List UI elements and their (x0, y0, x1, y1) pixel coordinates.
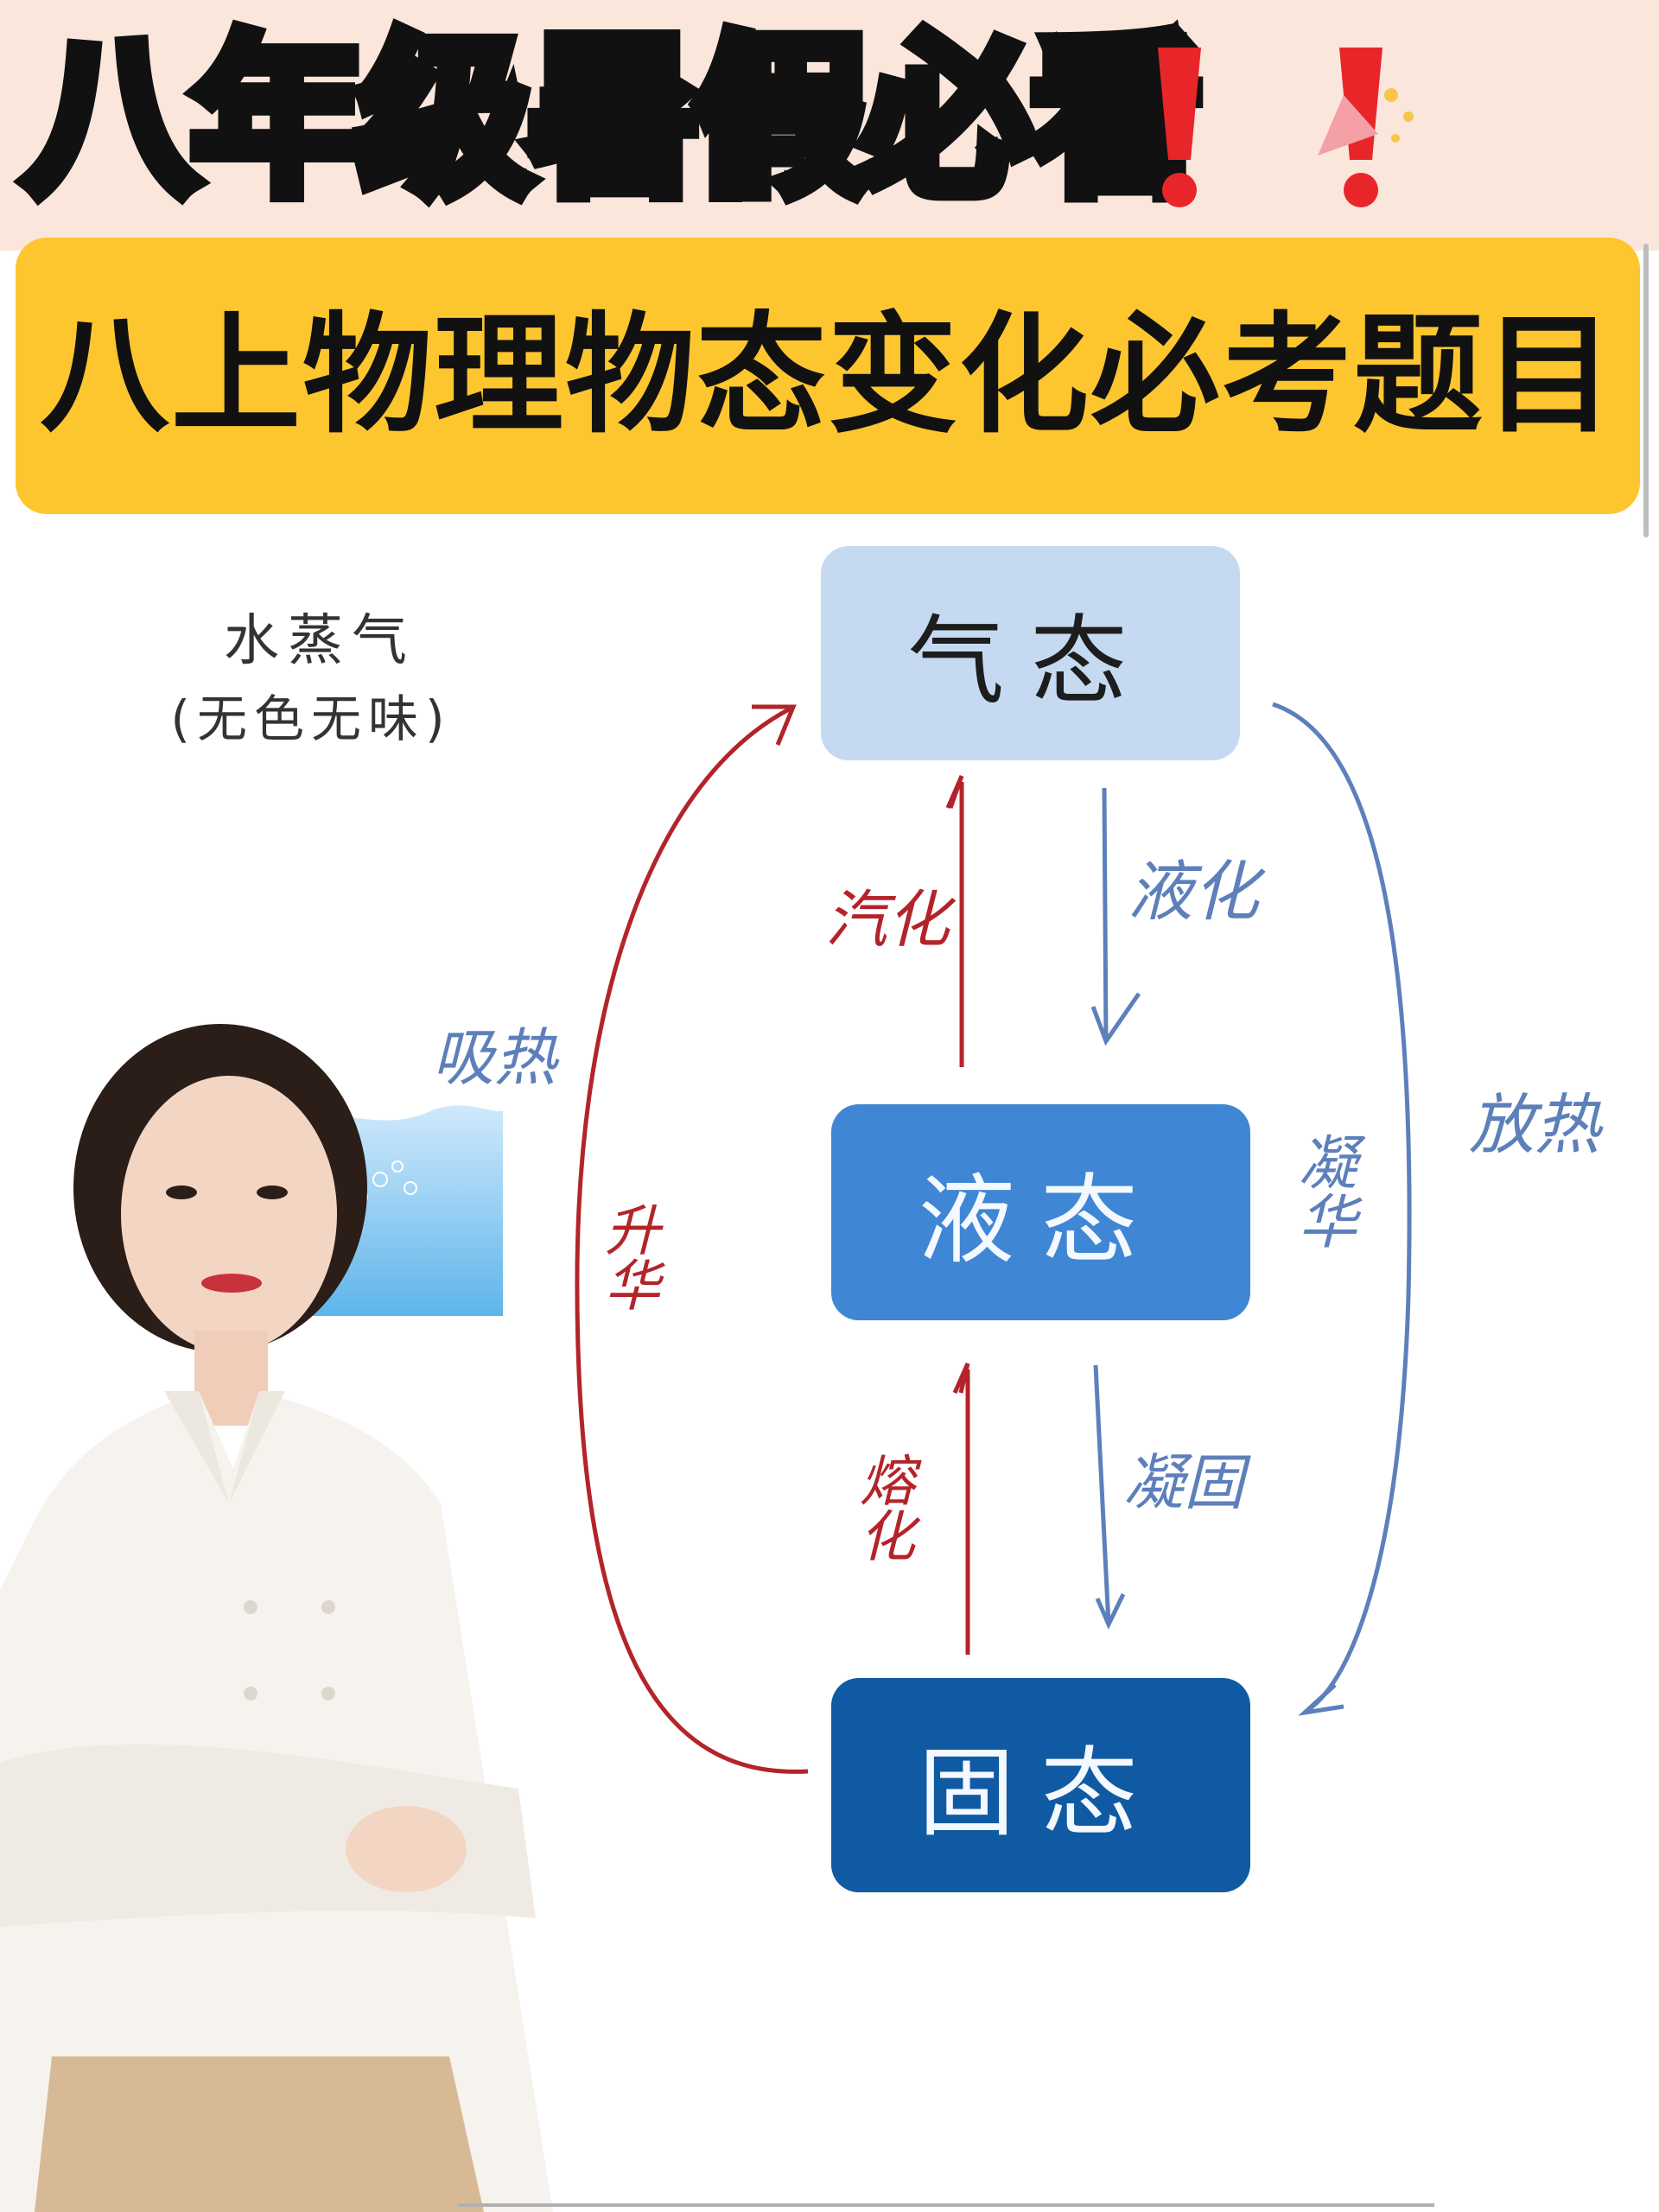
liquid-state-box: 液态 (831, 1104, 1250, 1320)
subtitle-text: 八上物理物态变化必考题目 (39, 301, 1616, 451)
page-title: 八年级暑假必看 (16, 10, 1211, 227)
solid-state-label: 固态 (918, 1738, 1164, 1850)
vapor-note: (无色无味) (170, 690, 452, 748)
melt-label: 熔化 (850, 1452, 914, 1562)
party-popper-icon (1318, 88, 1414, 156)
liquefy-arrow (1102, 787, 1109, 1042)
teacher-photo (0, 1024, 553, 2212)
vapor-label: 水蒸气 (224, 609, 416, 673)
bottom-divider (458, 2203, 1434, 2207)
solid-state-box: 固态 (831, 1678, 1250, 1892)
gas-state-label: 气态 (907, 606, 1154, 718)
liquid-state-label: 液态 (918, 1165, 1164, 1277)
sublimate-label: 升华 (595, 1201, 659, 1312)
absorb-heat-label: 吸热 (432, 1021, 557, 1094)
sublimation-arrow (575, 706, 809, 1774)
exclamation-icon (1158, 48, 1201, 207)
scrollbar[interactable] (1643, 244, 1649, 537)
release-heat-label: 放热 (1469, 1086, 1600, 1163)
gas-state-box: 气态 (821, 546, 1240, 760)
solidify-arrow (1093, 1364, 1111, 1625)
subtitle-banner: 八上物理物态变化必考题目 (16, 238, 1640, 514)
header-band (0, 0, 1659, 251)
vaporize-label: 汽化 (825, 883, 950, 956)
deposit-label: 凝华 (1287, 1132, 1356, 1249)
liquefy-label: 液化 (1128, 853, 1259, 930)
deposition-arrow (1272, 702, 1412, 1713)
solidify-label: 凝固 (1123, 1447, 1244, 1518)
